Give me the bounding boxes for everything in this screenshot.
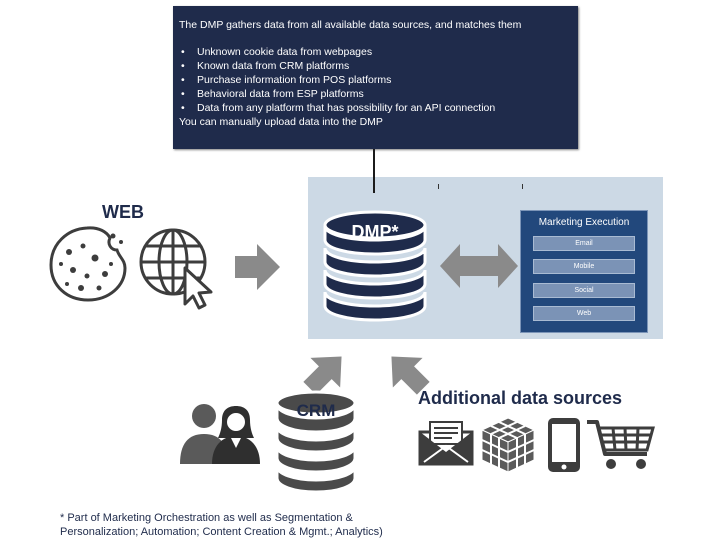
envelope-icon <box>418 421 474 466</box>
callout-heading: The DMP gathers data from all available … <box>179 19 522 31</box>
people-icon <box>180 404 260 464</box>
additional-sources-title: Additional data sources <box>418 388 623 408</box>
dmp-database-icon <box>323 210 427 322</box>
callout-footer: You can manually upload data into the DM… <box>179 116 383 128</box>
footnote-line: * Part of Marketing Orchestration as wel… <box>60 512 353 524</box>
marketing-channel-email: Email <box>533 236 635 251</box>
cookie-icon <box>49 226 127 302</box>
panel-tick-mark <box>522 184 523 189</box>
up-right-arrow-icon <box>303 356 342 395</box>
dmp-description-callout: The DMP gathers data from all available … <box>173 6 578 149</box>
callout-bullet: Purchase information from POS platforms <box>179 73 572 87</box>
callout-bullet: Known data from CRM platforms <box>179 59 572 73</box>
footnote-line: Personalization; Automation; Content Cre… <box>60 526 383 538</box>
mobile-phone-icon <box>548 418 580 472</box>
callout-connector-line <box>373 149 375 193</box>
marketing-execution-box: Marketing Execution Email Mobile Social … <box>520 210 648 333</box>
marketing-execution-title: Marketing Execution <box>538 217 630 228</box>
marketing-channel-mobile: Mobile <box>533 259 635 274</box>
panel-tick-mark <box>438 184 439 189</box>
callout-bullet-list: Unknown cookie data from webpages Known … <box>179 45 572 115</box>
callout-bullet: Data from any platform that has possibil… <box>179 101 572 115</box>
callout-bullet: Unknown cookie data from webpages <box>179 45 572 59</box>
dmp-title: DMP* <box>351 222 399 242</box>
web-title: WEB <box>102 202 144 222</box>
marketing-channel-social: Social <box>533 283 635 298</box>
footnote: * Part of Marketing Orchestration as wel… <box>60 511 460 539</box>
crm-title: CRM <box>296 401 336 420</box>
up-left-arrow-icon <box>391 356 430 395</box>
marketing-channel-web: Web <box>533 306 635 321</box>
right-arrow-icon <box>235 244 280 290</box>
globe-cursor-icon <box>139 228 213 310</box>
bidirectional-arrow-icon <box>440 244 518 288</box>
shopping-cart-icon <box>587 420 655 469</box>
data-cube-icon <box>480 417 536 473</box>
crm-database-icon <box>275 390 357 494</box>
callout-bullet: Behavioral data from ESP platforms <box>179 87 572 101</box>
